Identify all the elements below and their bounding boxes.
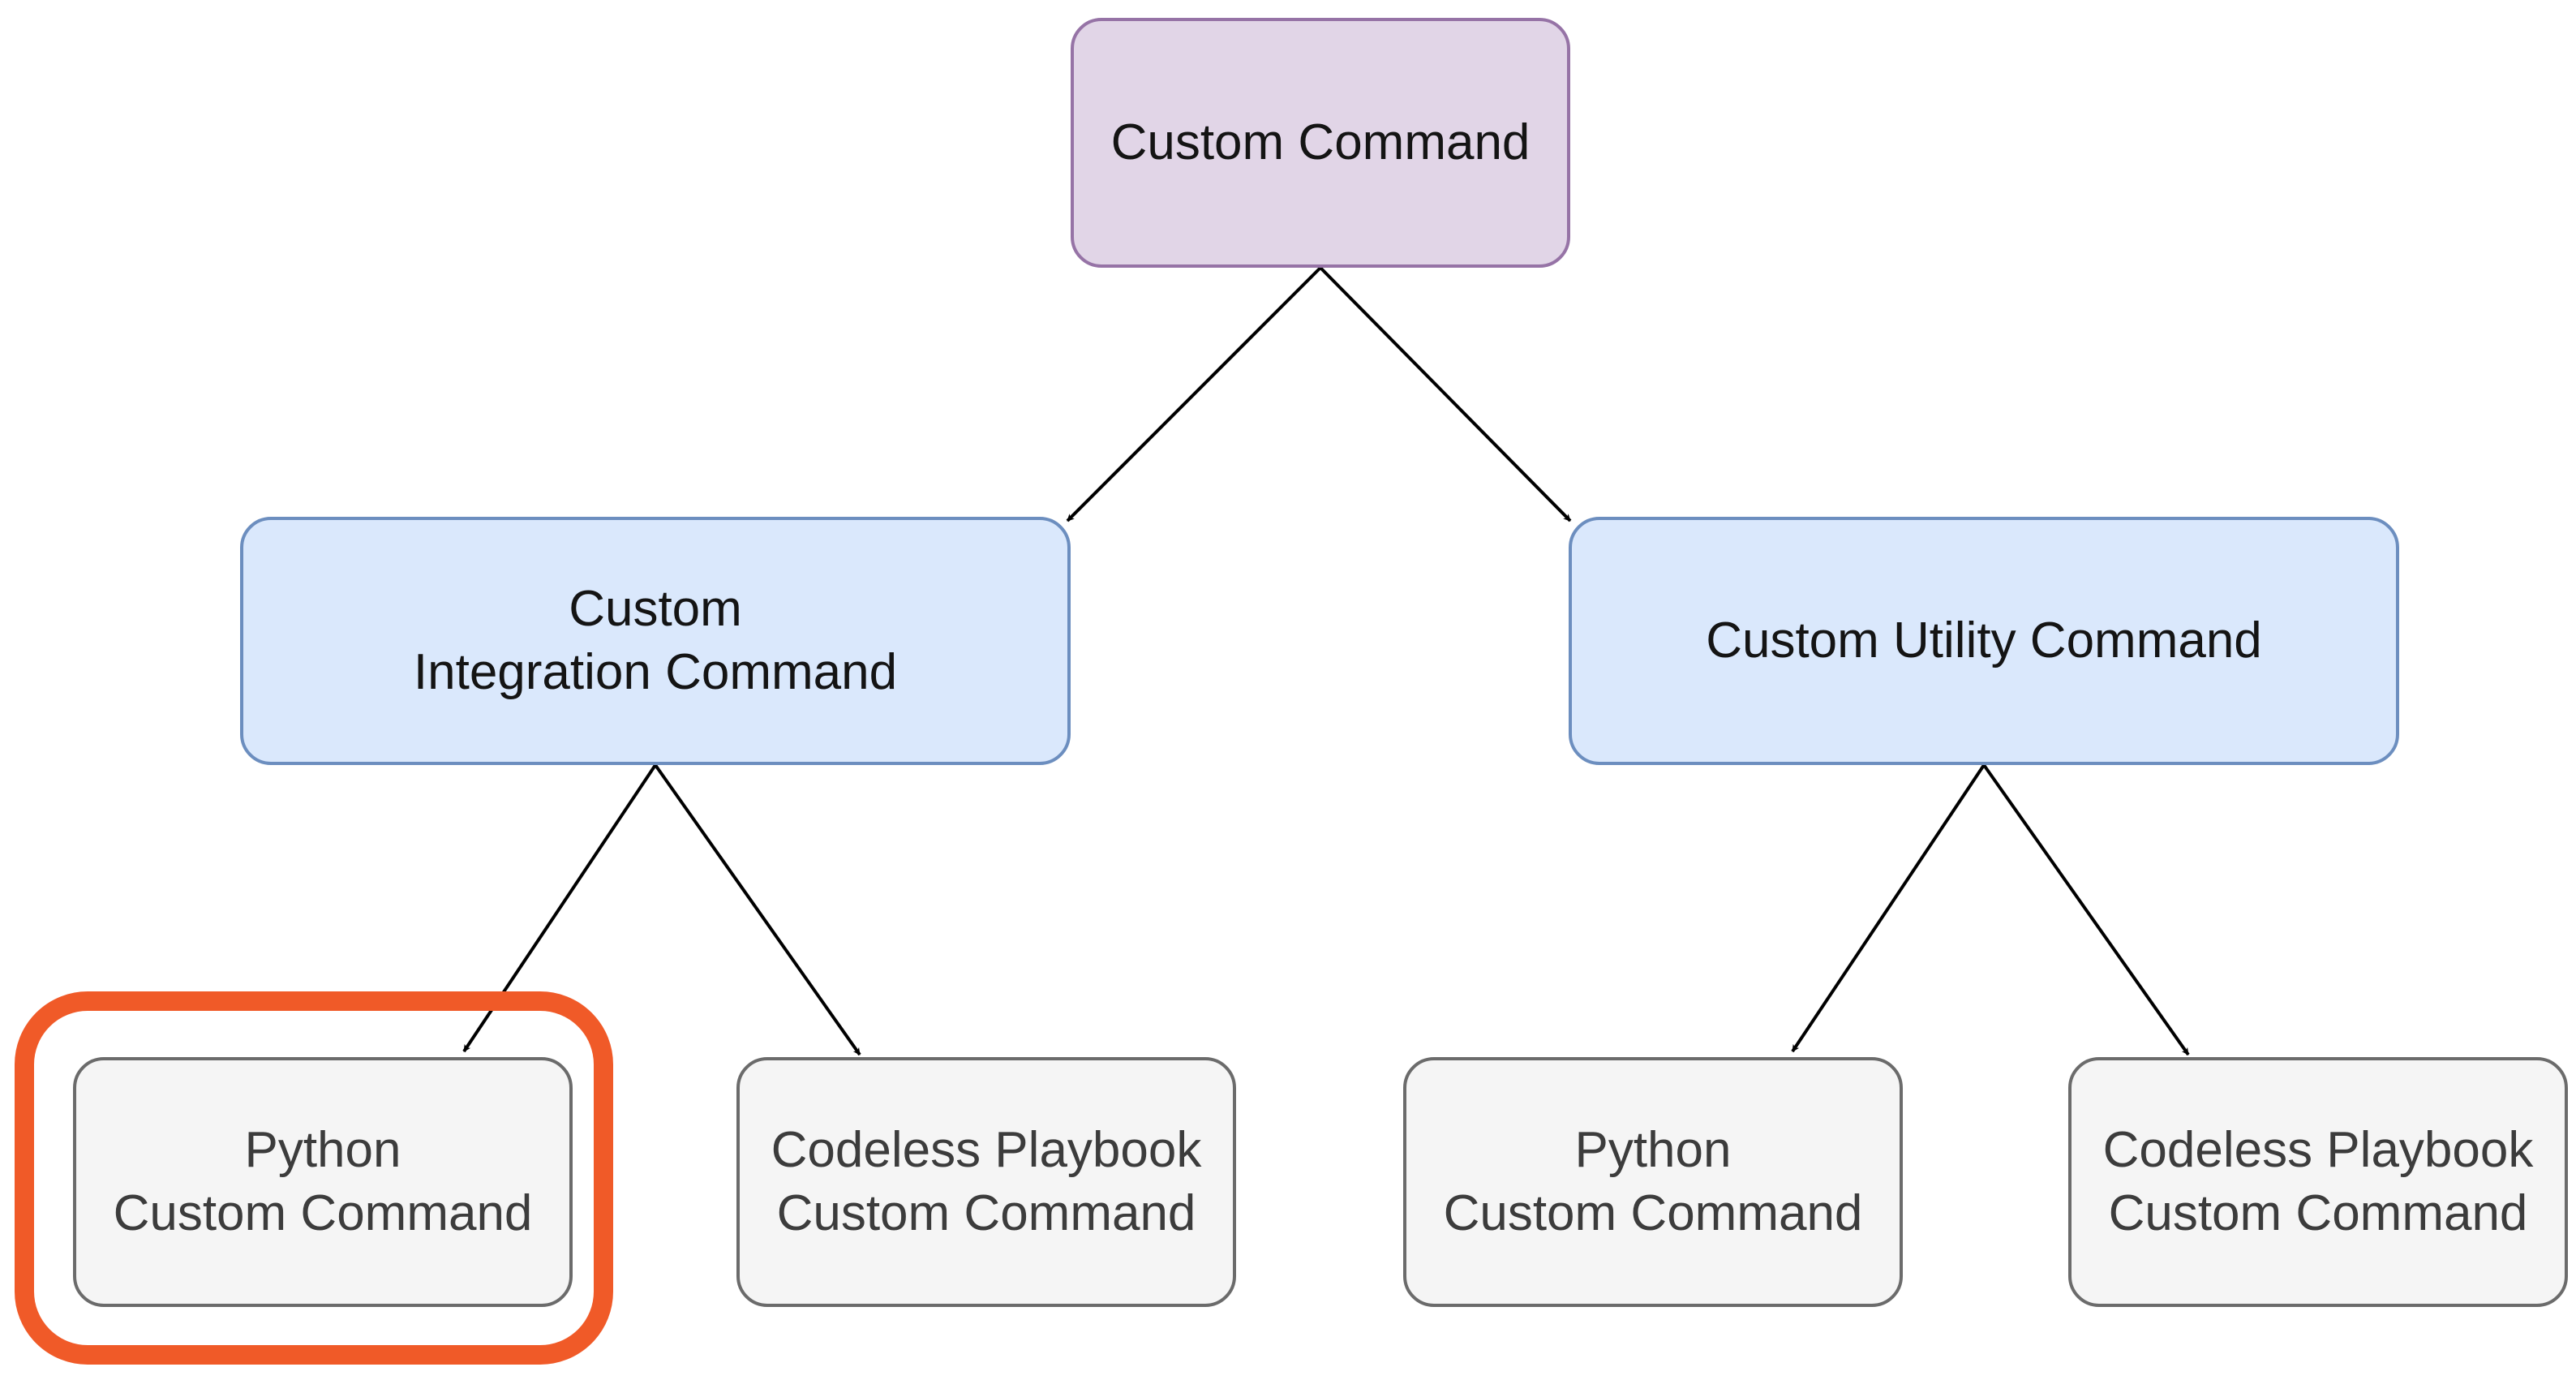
node-custom-integration-command[interactable]: Custom Integration Command (240, 517, 1071, 765)
edge-utility-to-leaf-3 (1791, 763, 1986, 1053)
node-utility-python-custom-command[interactable]: Python Custom Command (1403, 1057, 1903, 1307)
node-custom-utility-command[interactable]: Custom Utility Command (1569, 517, 2399, 765)
highlight-outline (15, 991, 613, 1365)
edge-utility-to-leaf-4 (1982, 763, 2190, 1056)
edge-integration-to-leaf-2 (654, 763, 861, 1056)
node-utility-codeless-playbook-custom-command[interactable]: Codeless Playbook Custom Command (2068, 1057, 2568, 1307)
edge-root-to-utility (1319, 266, 1572, 522)
node-integration-python-custom-command[interactable]: Python Custom Command (73, 1057, 573, 1307)
node-integration-codeless-playbook-custom-command[interactable]: Codeless Playbook Custom Command (736, 1057, 1236, 1307)
node-custom-command[interactable]: Custom Command (1071, 18, 1570, 268)
edge-root-to-integration (1066, 266, 1322, 522)
